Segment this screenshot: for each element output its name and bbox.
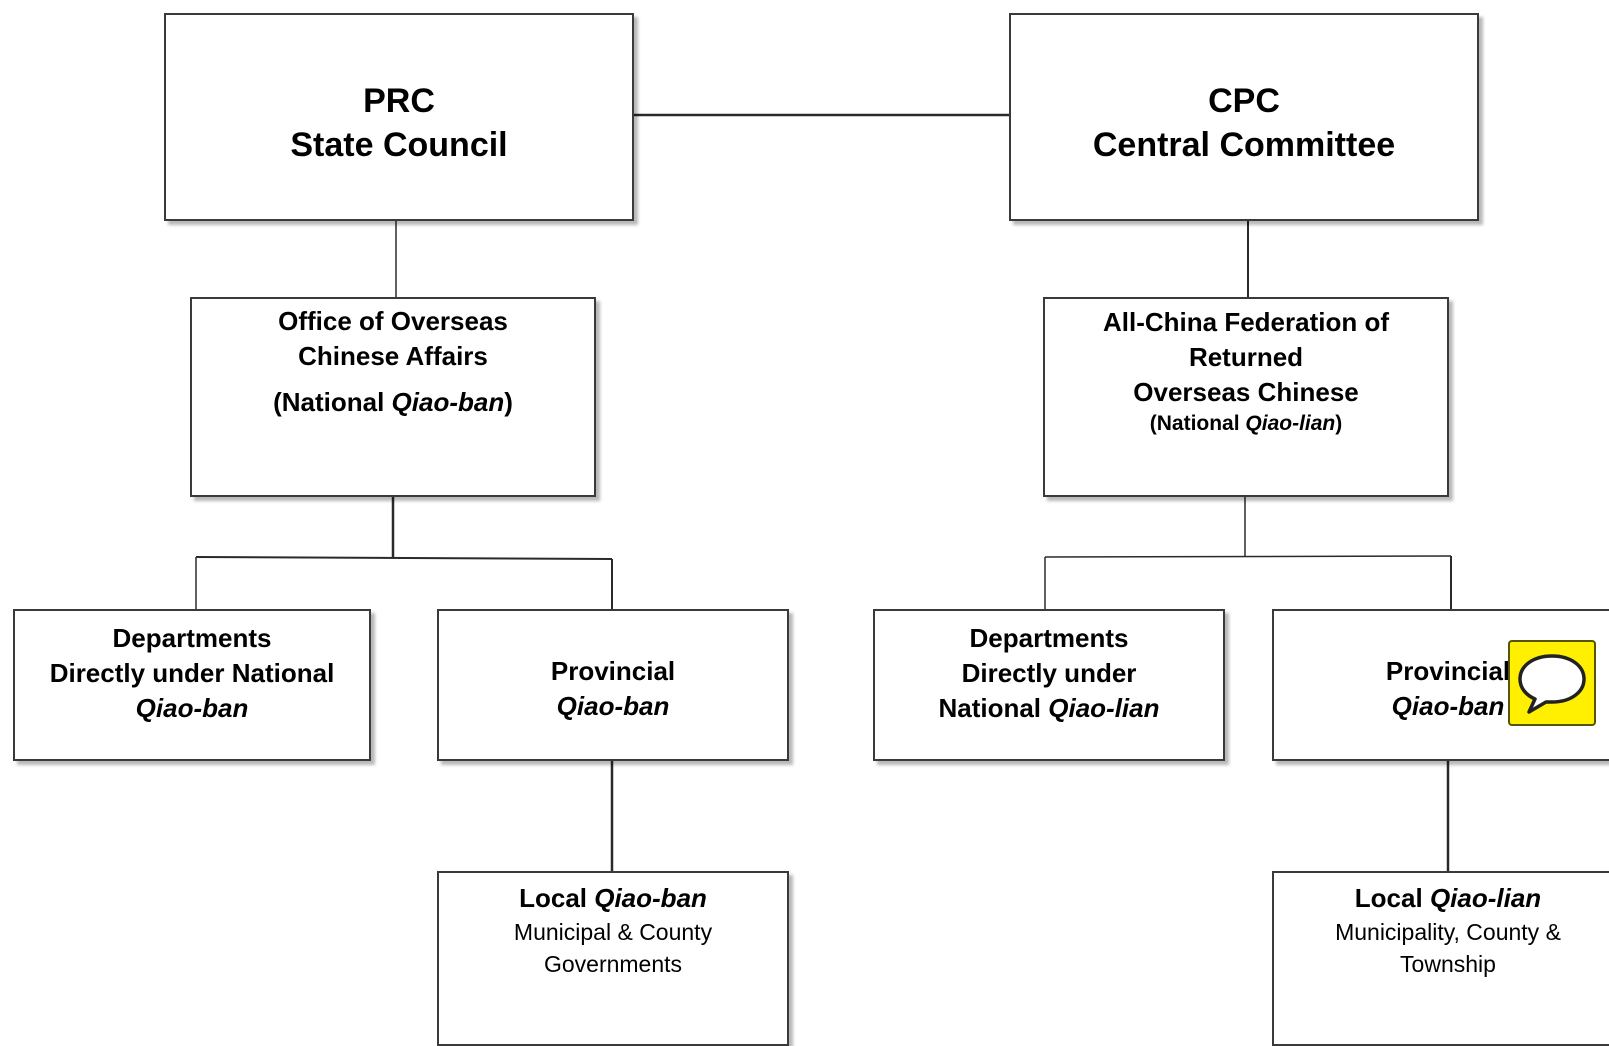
node-line: Provincial (550, 656, 676, 686)
node-line: Provincial (1385, 656, 1511, 686)
node-line: Qiao-ban (1391, 691, 1505, 721)
text-part-italic: Qiao-ban (391, 387, 505, 417)
node-line: National Qiao-lian (875, 691, 1223, 726)
text-part-italic: Qiao-ban (594, 883, 707, 913)
text-part: ) (1335, 412, 1343, 435)
connector-right-bus (1044, 555, 1452, 558)
comment-button[interactable] (1508, 640, 1596, 726)
node-local-qiao-ban: Local Qiao-ban Municipal & County Govern… (437, 871, 789, 1046)
node-line: (National Qiao-lian) (1045, 410, 1447, 438)
node-line: Departments (112, 623, 272, 653)
text-part: Local (1354, 883, 1430, 913)
node-subtitle: State Council (290, 126, 508, 164)
text-part: (National (1149, 412, 1246, 435)
node-line: Directly under (961, 658, 1137, 688)
node-departments-qiao-lian: Departments Directly under National Qiao… (873, 609, 1225, 761)
node-office-overseas-chinese-affairs: Office of Overseas Chinese Affairs (Nati… (190, 297, 596, 497)
text-part-italic: Qiao-lian (1429, 883, 1542, 913)
text-part-italic: Qiao-lian (1048, 693, 1160, 723)
node-all-china-federation: All-China Federation of Returned Oversea… (1043, 297, 1449, 497)
node-line: Office of Overseas (278, 306, 508, 336)
text-part-italic: Qiao-lian (1245, 412, 1336, 435)
node-line: Departments (969, 623, 1129, 653)
node-line: Township (1400, 951, 1496, 977)
node-prc-state-council: PRC State Council (164, 13, 634, 221)
speech-bubble-icon (1518, 654, 1586, 714)
node-line: Local Qiao-ban (439, 881, 787, 916)
node-line: Qiao-ban (135, 693, 249, 723)
text-part: Local (519, 883, 595, 913)
node-line: Local Qiao-lian (1274, 881, 1609, 916)
node-title: PRC (363, 82, 435, 120)
connector-left-bus (195, 556, 613, 560)
node-line: Returned (1188, 342, 1304, 372)
text-part: ) (504, 387, 513, 417)
node-line: All-China Federation of (1103, 307, 1389, 337)
node-subtitle: Central Committee (1092, 126, 1396, 164)
node-local-qiao-lian: Local Qiao-lian Municipality, County & T… (1272, 871, 1609, 1046)
node-cpc-central-committee: CPC Central Committee (1009, 13, 1479, 221)
node-line: (National Qiao-ban) (192, 385, 594, 420)
node-line: Governments (543, 951, 683, 977)
node-line: Chinese Affairs (298, 341, 488, 371)
text-part: National (938, 693, 1049, 723)
node-title: CPC (1208, 82, 1280, 120)
node-line: Municipality, County & (1335, 919, 1561, 945)
text-part: (National (273, 387, 392, 417)
node-line: Municipal & County (513, 919, 713, 945)
node-line: Overseas Chinese (1133, 377, 1359, 407)
node-departments-qiao-ban: Departments Directly under National Qiao… (13, 609, 371, 761)
node-provincial-qiao-ban: Provincial Qiao-ban (437, 609, 789, 761)
node-line: Qiao-ban (556, 691, 670, 721)
node-line: Directly under National (49, 658, 335, 688)
